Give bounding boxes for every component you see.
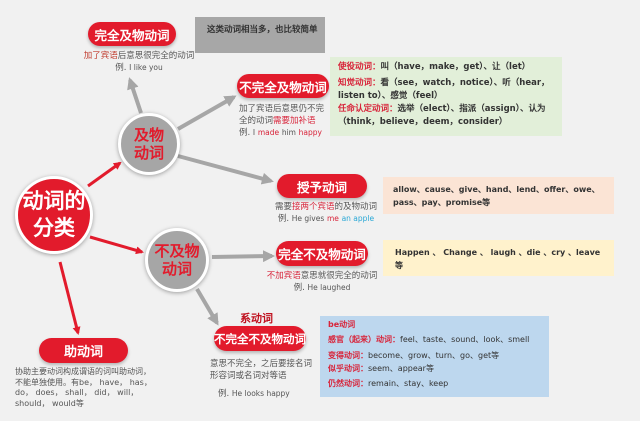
example-word: an apple xyxy=(341,214,375,223)
note-box: 这类动词相当多，也比较简单 xyxy=(195,17,325,53)
desc-line3: do， does， shall， did， will， xyxy=(15,388,139,397)
complete-intransitive-desc: 不加宾语意思就很完全的动词 例. He laughed xyxy=(266,270,378,294)
complete-intransitive-words-box: Happen 、 Change 、 laugh 、die 、cry 、leave… xyxy=(383,240,614,276)
example-word: I xyxy=(252,128,256,137)
desc-highlight: 需要加补语 xyxy=(273,116,316,126)
category-label: 变得动词： xyxy=(328,351,368,360)
ditransitive-words-box: allow、cause、give、hand、lend、offer、owe、pas… xyxy=(383,177,614,214)
category-label: 使役动词： xyxy=(338,62,381,72)
auxiliary-text: 助动词 xyxy=(63,345,103,360)
category-label: 知觉动词： xyxy=(338,78,381,88)
category-label: be动词 xyxy=(328,320,356,329)
causative-box: 使役动词：叫（have，make，get）、让（let） 知觉动词：看（see，… xyxy=(330,57,562,136)
example-prefix: 例. xyxy=(218,389,230,399)
desc-highlight: 加了宾语 xyxy=(83,51,118,61)
incomplete-transitive-desc: 加了宾语后意思仍不完 全的动词需要加补语 例. I made him happy xyxy=(239,103,339,139)
intransitive-line2: 动词 xyxy=(161,260,192,278)
desc-rest: 后意思很完全的动词 xyxy=(117,51,195,61)
complete-transitive-desc: 加了宾语后意思很完全的动词 例. I like you xyxy=(79,50,199,74)
desc-plain: 的及物动词 xyxy=(334,202,378,212)
linking-tag-text: 系动词 xyxy=(240,312,273,325)
category-text: feel、taste、sound、look、smell xyxy=(400,334,530,344)
category-label: 任命认定动词： xyxy=(338,104,398,114)
category-text: 叫（have，make，get）、让（let） xyxy=(380,62,531,72)
category-text: 选举（elect）、指派（assign）、认为（think，believe，de… xyxy=(338,104,546,127)
arrow-to-incomplete-transitive xyxy=(177,95,237,131)
ditransitive-words: allow、cause、give、hand、lend、offer、owe、pas… xyxy=(393,185,600,207)
example-text: I like you xyxy=(129,63,163,72)
desc-highlight: 不加宾语 xyxy=(266,271,301,281)
desc-line2: 不能单独使用。有be， have， has， xyxy=(15,377,152,387)
ditransitive-label: 授予动词 xyxy=(277,174,367,198)
root-title-line1: 动词的 xyxy=(22,189,86,213)
example-word: him xyxy=(281,128,296,137)
auxiliary-label: 助动词 xyxy=(39,338,128,363)
category-text: seem、appear等 xyxy=(368,363,434,373)
example-word: me xyxy=(326,214,339,223)
linking-verb-desc: 意思不完全，之后要接名词 形容词或名词对等语 例. He looks happy xyxy=(210,358,315,400)
desc-line1: 意思不完全，之后要接名词 xyxy=(210,359,313,369)
intransitive-line1: 不及物 xyxy=(154,242,200,260)
example-word: He gives xyxy=(291,214,325,223)
transitive-line2: 动词 xyxy=(133,144,164,162)
auxiliary-desc: 协助主要动词构成谓语的词叫助动词， 不能单独使用。有be， have， has，… xyxy=(15,367,165,409)
transitive-line1: 及物 xyxy=(133,126,164,144)
category-text: remain、stay、keep xyxy=(368,379,449,388)
category-label: 似乎动词： xyxy=(328,363,368,373)
example-prefix: 例. xyxy=(277,214,290,224)
desc-rest: 意思就很完全的动词 xyxy=(300,271,378,281)
desc-highlight: 接两个宾语 xyxy=(291,202,335,212)
complete-transitive-label: 完全及物动词 xyxy=(88,22,176,46)
category-label: 感官（起来）动词： xyxy=(328,334,400,344)
complete-intransitive-label: 完全不及物动词 xyxy=(276,241,368,266)
arrow-to-ditransitive xyxy=(177,154,274,185)
example-prefix: 例. xyxy=(115,63,127,73)
desc-line1: 协助主要动词构成谓语的词叫助动词， xyxy=(15,367,151,376)
category-label: 仍然动词： xyxy=(328,379,368,388)
arrow-to-linking xyxy=(195,287,219,326)
arrow-to-complete-intransitive xyxy=(211,250,275,263)
note-text: 这类动词相当多，也比较简单 xyxy=(207,25,318,35)
desc-line2: 形容词或名词对等语 xyxy=(210,371,287,381)
arrow-to-intransitive xyxy=(89,235,144,255)
desc-line4: should， would等 xyxy=(15,398,84,408)
complete-intransitive-text: 完全不及物动词 xyxy=(278,247,366,262)
example-word: made xyxy=(257,128,280,137)
arrow-to-transitive xyxy=(87,161,122,188)
incomplete-transitive-text: 不完全及物动词 xyxy=(239,79,327,95)
example-text: He laughed xyxy=(307,283,351,292)
arrow-to-auxiliary xyxy=(58,261,81,335)
desc-line1: 加了宾语后意思仍不完 xyxy=(239,104,325,114)
root-title-line2: 分类 xyxy=(33,216,75,240)
example-prefix: 例. xyxy=(239,128,251,138)
category-text: become、grow、turn、go、get等 xyxy=(368,351,500,360)
complete-transitive-text: 完全及物动词 xyxy=(94,27,170,43)
ditransitive-desc: 需要接两个宾语的及物动词 例. He gives me an apple xyxy=(271,201,381,225)
example-word: happy xyxy=(298,128,322,137)
linking-verbs-box: be动词 感官（起来）动词：feel、taste、sound、look、smel… xyxy=(320,316,549,397)
category-text: 看（see，watch，notice）、听（hear，listen to）、感觉… xyxy=(338,78,550,101)
linking-verb-label: 不完全不及物动词 xyxy=(214,326,306,351)
desc-line2: 全的动词 xyxy=(239,116,274,126)
transitive-node: 及物 动词 xyxy=(118,113,180,175)
arrow-to-complete-transitive xyxy=(127,77,143,114)
intransitive-words: Happen 、 Change 、 laugh 、die 、cry 、leave… xyxy=(395,248,601,270)
root-node: 动词的 分类 xyxy=(15,176,93,254)
example-text: He looks happy xyxy=(231,389,290,398)
example-prefix: 例. xyxy=(293,283,305,293)
ditransitive-text: 授予动词 xyxy=(296,179,347,195)
linking-verb-tag: 系动词 xyxy=(240,310,273,326)
linking-label-text: 不完全不及物动词 xyxy=(214,331,306,346)
desc-plain: 需要 xyxy=(274,202,292,212)
incomplete-transitive-label: 不完全及物动词 xyxy=(237,74,329,98)
intransitive-node: 不及物 动词 xyxy=(145,228,209,292)
